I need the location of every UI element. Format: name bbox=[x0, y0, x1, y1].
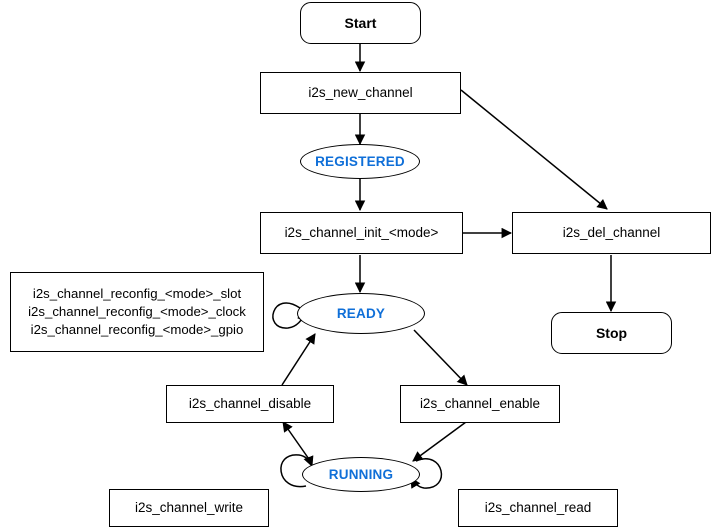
node-i2s-channel-disable[interactable]: i2s_channel_disable bbox=[166, 385, 334, 423]
node-i2s-channel-enable-label: i2s_channel_enable bbox=[419, 395, 541, 411]
node-i2s-channel-reconfig[interactable]: i2s_channel_reconfig_<mode>_slot i2s_cha… bbox=[10, 272, 264, 352]
edge-channel-enable-to-running bbox=[412, 421, 467, 462]
node-state-registered-label: REGISTERED bbox=[315, 154, 405, 169]
node-i2s-del-channel[interactable]: i2s_del_channel bbox=[512, 212, 711, 254]
node-i2s-channel-write-label: i2s_channel_write bbox=[134, 499, 244, 515]
node-state-ready-label: READY bbox=[336, 306, 386, 321]
node-state-running[interactable]: RUNNING bbox=[302, 457, 420, 492]
node-i2s-channel-write[interactable]: i2s_channel_write bbox=[109, 489, 269, 527]
node-i2s-new-channel[interactable]: i2s_new_channel bbox=[260, 72, 461, 114]
edge-channel-disable-to-ready bbox=[281, 333, 316, 386]
edge-new-channel-to-del-channel bbox=[460, 89, 608, 210]
node-i2s-channel-read-label: i2s_channel_read bbox=[484, 499, 592, 515]
node-i2s-channel-init-label: i2s_channel_init_<mode> bbox=[284, 224, 439, 240]
node-start[interactable]: Start bbox=[300, 2, 421, 44]
node-stop[interactable]: Stop bbox=[551, 312, 672, 354]
node-i2s-channel-init[interactable]: i2s_channel_init_<mode> bbox=[260, 212, 463, 254]
node-i2s-channel-reconfig-label: i2s_channel_reconfig_<mode>_slot i2s_cha… bbox=[28, 285, 246, 338]
node-state-ready[interactable]: READY bbox=[297, 293, 425, 334]
node-state-running-label: RUNNING bbox=[328, 467, 394, 482]
node-i2s-channel-enable[interactable]: i2s_channel_enable bbox=[400, 385, 560, 423]
node-i2s-del-channel-label: i2s_del_channel bbox=[562, 224, 661, 240]
node-i2s-channel-disable-label: i2s_channel_disable bbox=[188, 395, 312, 411]
node-state-registered[interactable]: REGISTERED bbox=[300, 144, 420, 179]
edge-running-to-channel-disable bbox=[282, 421, 312, 463]
node-i2s-channel-read[interactable]: i2s_channel_read bbox=[458, 489, 618, 527]
edge-ready-to-channel-enable bbox=[413, 329, 468, 386]
node-i2s-new-channel-label: i2s_new_channel bbox=[308, 84, 413, 100]
node-start-label: Start bbox=[344, 15, 377, 31]
node-stop-label: Stop bbox=[595, 325, 628, 341]
